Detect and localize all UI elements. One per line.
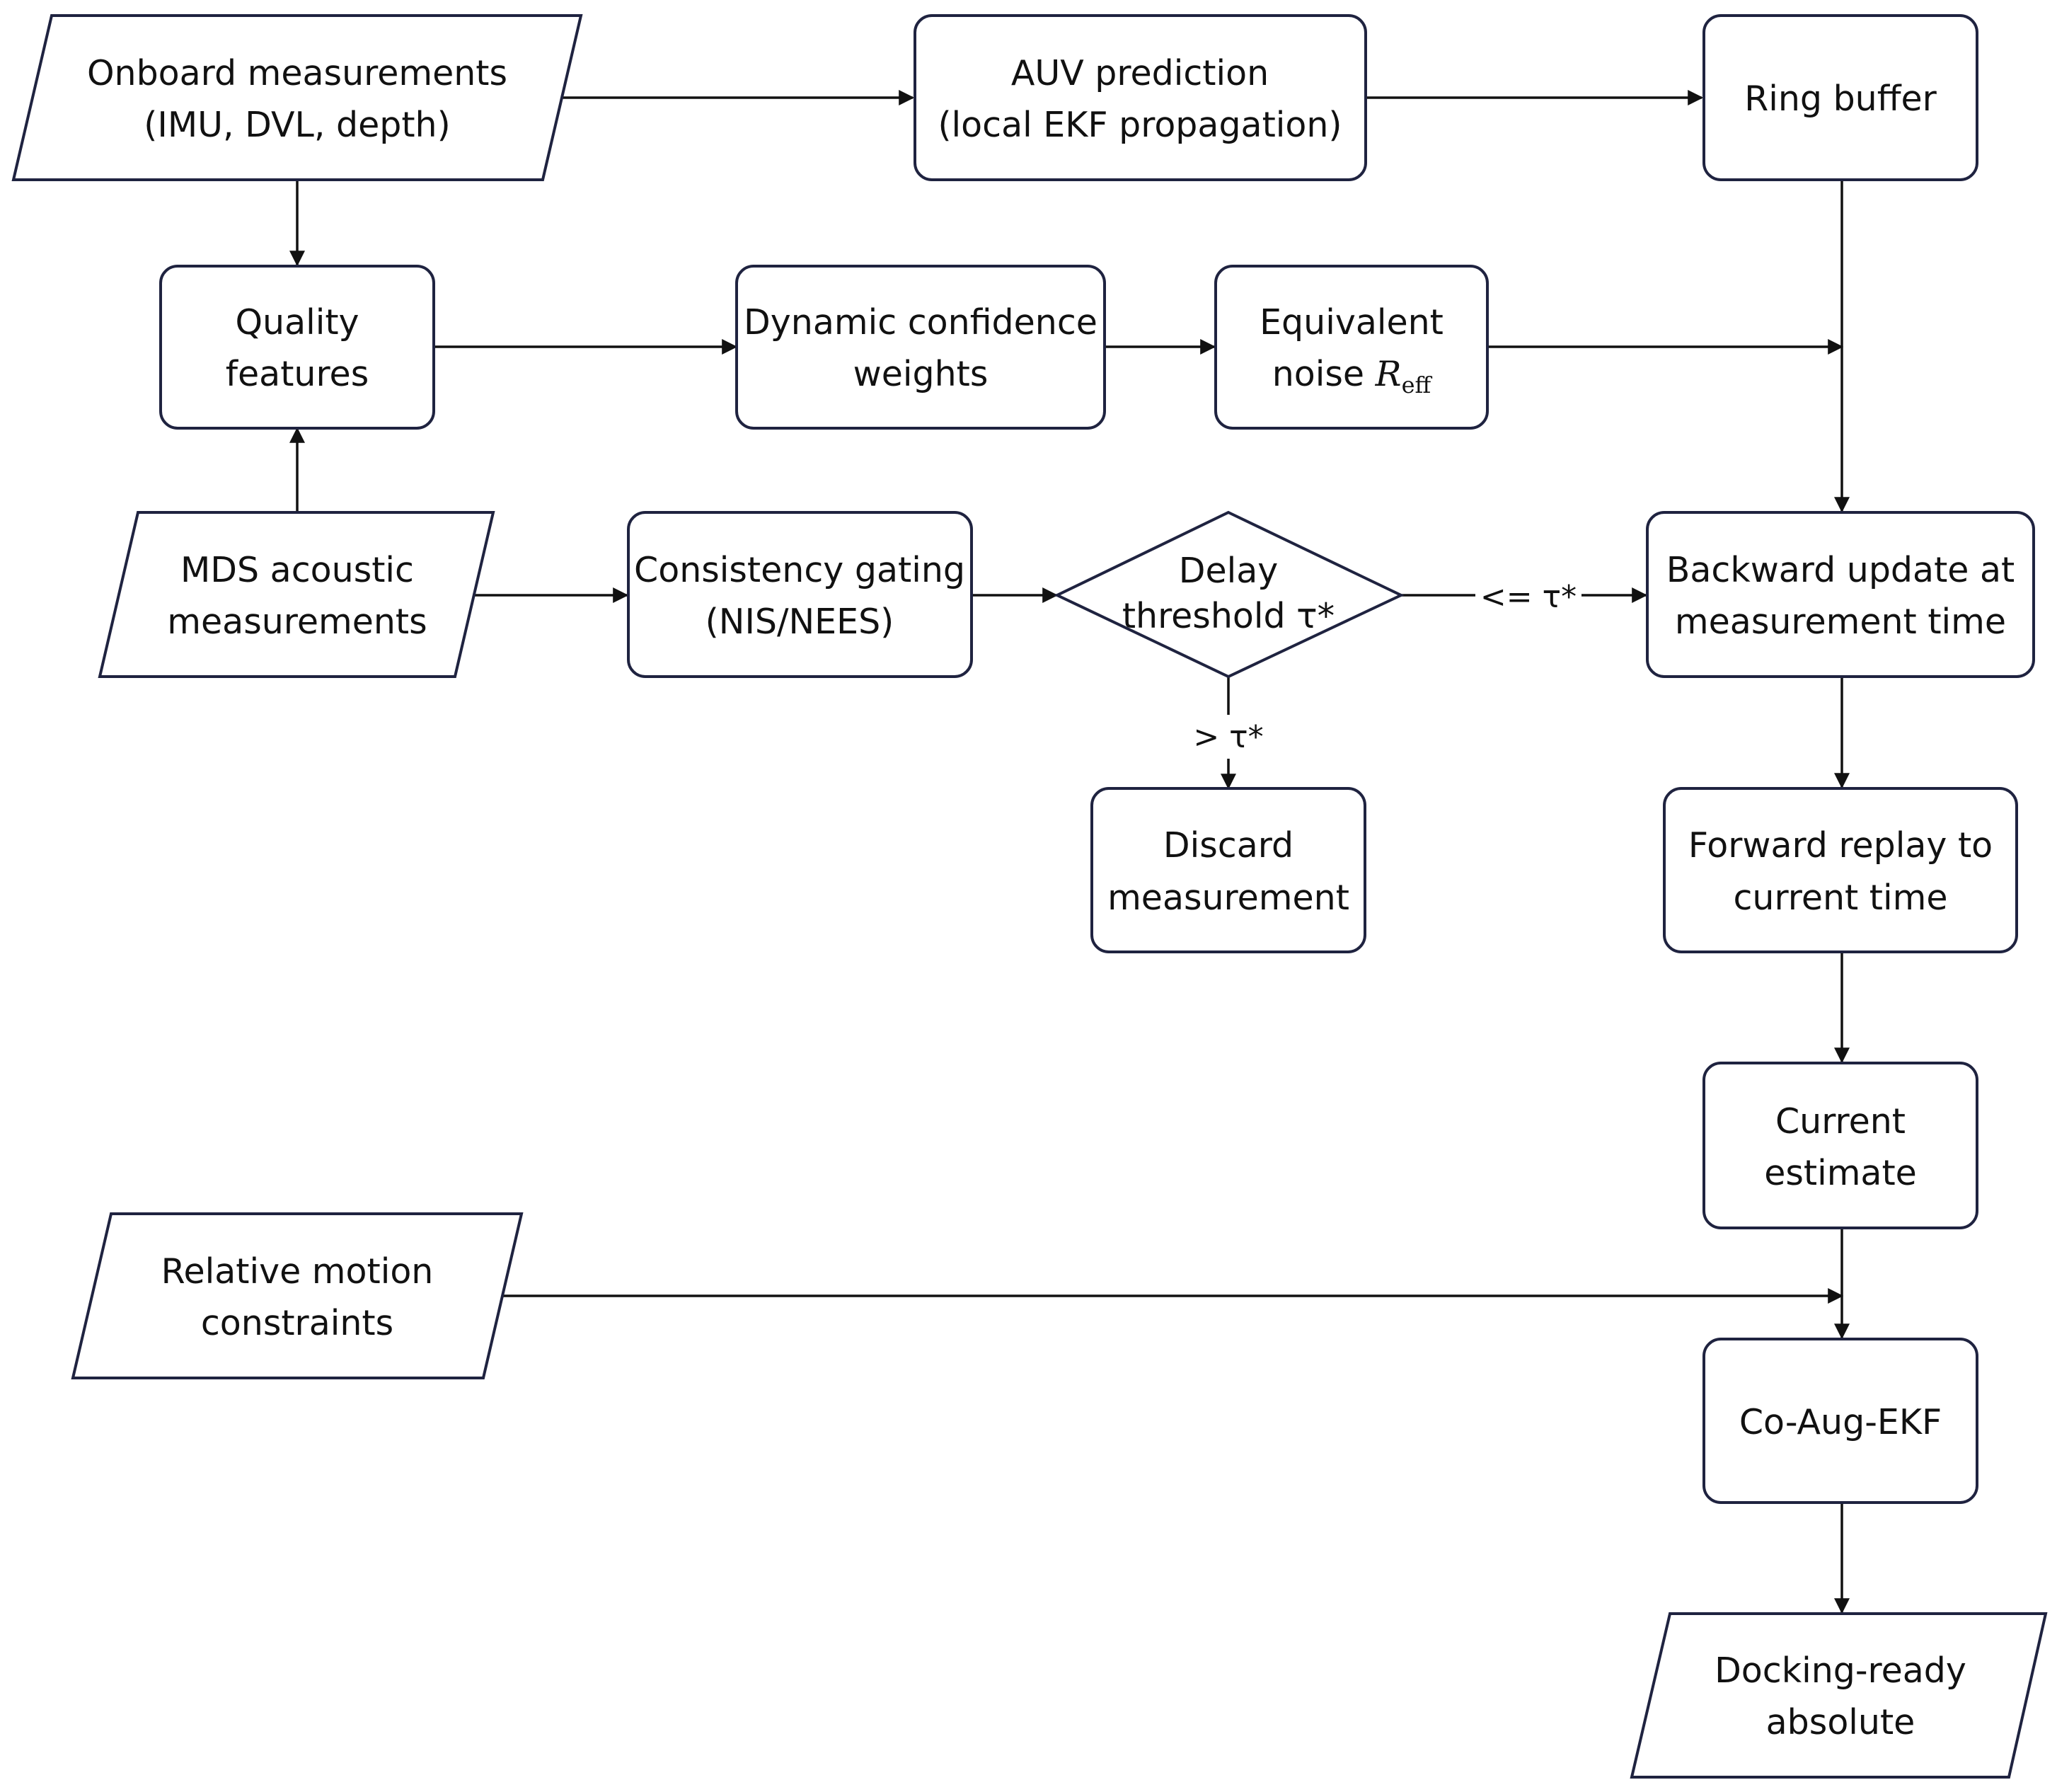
node-co-aug-ekf: Co-Aug-EKF <box>1702 1338 1978 1504</box>
node-consistency-gating: Consistency gating (NIS/NEES) <box>627 511 973 678</box>
mds-acoustic-label-line2: measurements <box>167 602 427 642</box>
docking-ready-label-line2: absolute <box>1766 1702 1915 1742</box>
mds-acoustic-label-line1: MDS acoustic <box>180 550 414 590</box>
node-current-estimate: Current estimate <box>1702 1062 1978 1229</box>
delay-threshold-label-line2: threshold τ* <box>1122 596 1335 636</box>
node-delay-threshold: Delay threshold τ* <box>1054 510 1405 679</box>
consistency-gating-label-line1: Consistency gating <box>634 550 965 590</box>
node-forward-replay: Forward replay to current time <box>1663 787 2018 953</box>
node-mds-acoustic-measurements: MDS acoustic measurements <box>98 511 495 678</box>
node-quality-features: Quality features <box>159 265 435 430</box>
node-dynamic-confidence-weights: Dynamic confidence weights <box>735 265 1106 430</box>
quality-features-label-line1: Quality <box>235 302 359 343</box>
node-backward-update: Backward update at measurement time <box>1646 511 2035 678</box>
consistency-gating-label-line2: (NIS/NEES) <box>705 602 894 642</box>
current-estimate-label-line1: Current <box>1775 1101 1906 1142</box>
nodes: Onboard measurements (IMU, DVL, depth) A… <box>11 14 2048 1779</box>
node-equivalent-noise: Equivalent noise Reff <box>1214 265 1489 430</box>
equivalent-noise-label-line2: noise Reff <box>1272 354 1433 398</box>
relative-motion-label-line2: constraints <box>201 1303 393 1343</box>
equivalent-noise-symbol: R <box>1375 354 1402 394</box>
quality-features-label-line2: features <box>226 354 369 394</box>
dynamic-weights-label-line2: weights <box>853 354 989 394</box>
current-estimate-label-line2: estimate <box>1764 1153 1917 1193</box>
docking-ready-label-line1: Docking-ready <box>1715 1650 1966 1691</box>
node-auv-prediction: AUV prediction (local EKF propagation) <box>914 14 1367 181</box>
relative-motion-label-line1: Relative motion <box>161 1251 434 1292</box>
delay-threshold-label-line1: Delay <box>1179 551 1279 591</box>
equivalent-noise-label-line1: Equivalent <box>1260 302 1444 343</box>
node-docking-ready-absolute: Docking-ready absolute <box>1630 1612 2048 1779</box>
onboard-label-line2: (IMU, DVL, depth) <box>144 105 450 145</box>
ring-buffer-label: Ring buffer <box>1744 79 1937 119</box>
gt-tau-label-background <box>1183 715 1275 759</box>
edges <box>289 90 1850 1614</box>
discard-label-line2: measurement <box>1107 878 1349 918</box>
node-discard-measurement: Discard measurement <box>1090 787 1366 953</box>
node-onboard-measurements: Onboard measurements (IMU, DVL, depth) <box>11 14 583 181</box>
discard-label-line1: Discard <box>1163 825 1293 866</box>
backward-update-label-line1: Backward update at <box>1666 550 2015 590</box>
equivalent-noise-subscript: eff <box>1402 372 1433 398</box>
forward-replay-label-line1: Forward replay to <box>1688 825 1993 866</box>
le-tau-label-background <box>1475 573 1581 616</box>
edge-label-le-tau: <= τ* <box>1480 579 1577 615</box>
forward-replay-label-line2: current time <box>1733 878 1947 918</box>
backward-update-label-line2: measurement time <box>1675 602 2006 642</box>
auv-prediction-label-line2: (local EKF propagation) <box>938 105 1342 145</box>
equivalent-noise-prefix: noise <box>1272 354 1376 394</box>
co-aug-ekf-label: Co-Aug-EKF <box>1739 1402 1942 1442</box>
edge-labels: <= τ* > τ* <box>1183 573 1581 759</box>
node-relative-motion-constraints: Relative motion constraints <box>71 1212 524 1379</box>
auv-prediction-label-line1: AUV prediction <box>1011 53 1269 93</box>
onboard-label-line1: Onboard measurements <box>87 53 507 93</box>
node-ring-buffer: Ring buffer <box>1702 14 1978 181</box>
edge-label-gt-tau: > τ* <box>1193 719 1263 755</box>
dynamic-weights-label-line1: Dynamic confidence <box>744 302 1097 343</box>
